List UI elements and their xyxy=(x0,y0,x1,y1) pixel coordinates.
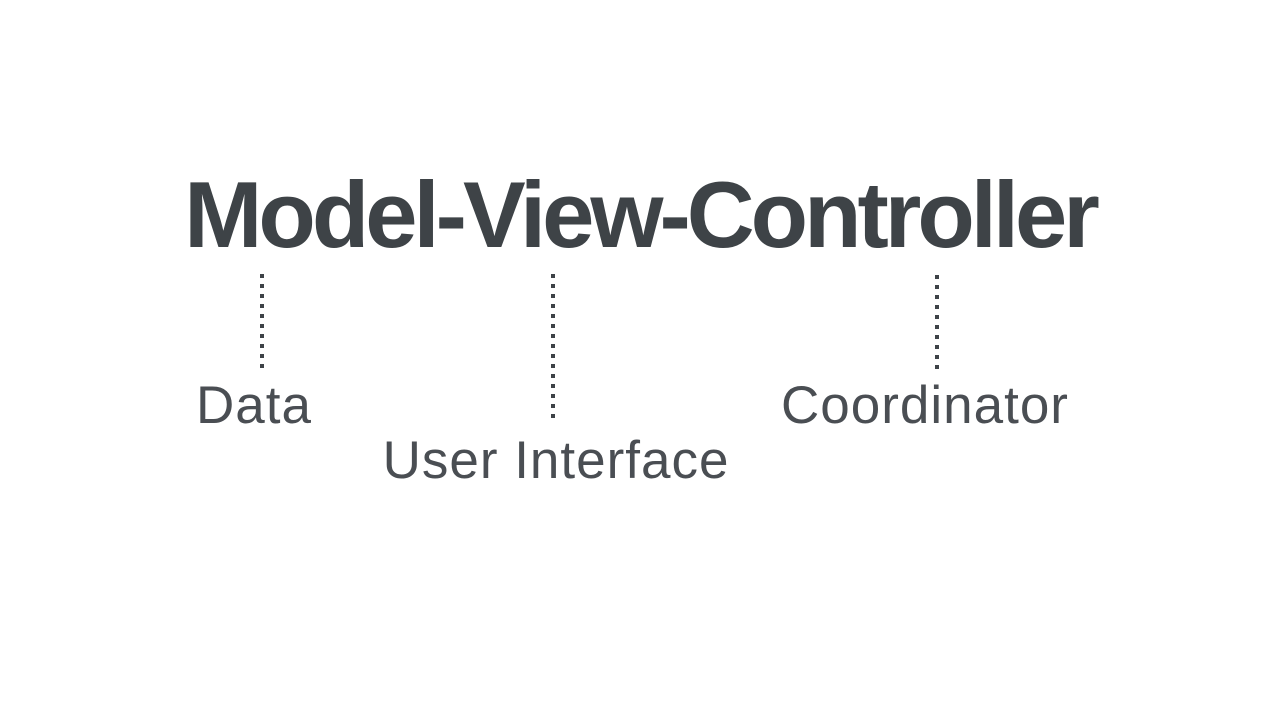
view-annotation-label: User Interface xyxy=(382,431,730,490)
controller-annotation-label: Coordinator xyxy=(781,376,1069,435)
model-dotted-connector-line xyxy=(260,274,264,368)
view-dotted-connector-line xyxy=(551,274,555,418)
controller-dotted-connector-line xyxy=(935,275,939,369)
slide-title: Model-View-Controller xyxy=(184,162,1100,267)
model-annotation-label: Data xyxy=(196,376,312,435)
